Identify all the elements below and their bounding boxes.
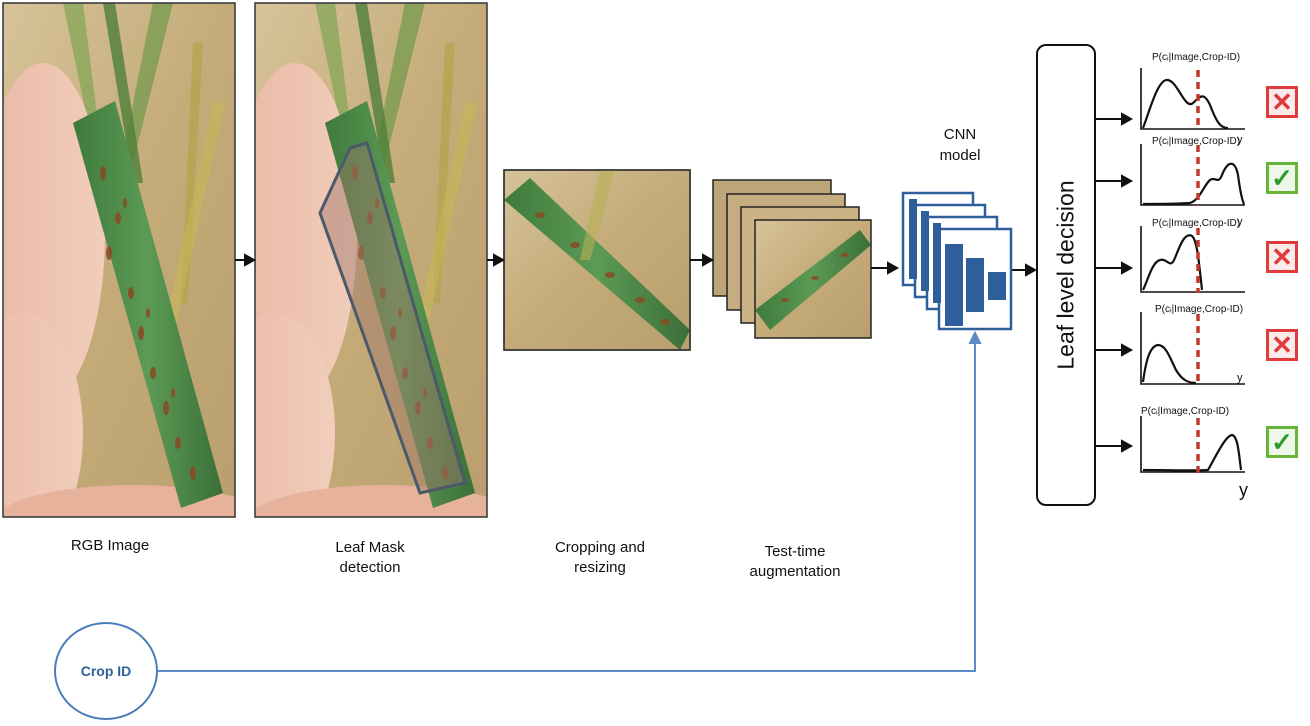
cnn-model-label: CNN model (920, 124, 1000, 166)
caption-leaf-mask-line2: detection (339, 559, 401, 576)
probability-plots (1140, 68, 1246, 473)
plot-5 (1140, 416, 1245, 473)
caption-leaf-mask-line1: Leaf Mask (335, 539, 405, 556)
caption-leaf-mask: Leaf Mask detection (300, 538, 440, 578)
reject-icon: ✕ (1266, 86, 1298, 118)
plot-4-label: P(cᵢ|Image,Crop-ID) (1155, 304, 1244, 315)
caption-augmentation-line1: Test-time (764, 543, 826, 560)
plot-4 (1140, 312, 1245, 385)
leaf-mask-panel (254, 2, 488, 518)
plot-1-label: P(cᵢ|Image,Crop-ID) (1152, 52, 1241, 63)
caption-augmentation-line2: augmentation (749, 563, 841, 580)
caption-cropping-line2: resizing (574, 559, 626, 576)
cnn-model-icon (901, 191, 1013, 331)
decision-arrows (1096, 112, 1134, 453)
cropped-leaf-panel (503, 169, 691, 351)
crop-id-node: Crop ID (54, 622, 158, 720)
accept-icon: ✓ (1266, 426, 1298, 458)
plot-3 (1140, 226, 1245, 293)
plot-5-label: P(cᵢ|Image,Crop-ID) (1141, 406, 1230, 417)
plot-2-label: P(cᵢ|Image,Crop-ID) (1152, 136, 1241, 147)
cnn-label-line1: CNN (943, 126, 977, 143)
leaf-level-decision-box: Leaf level decision (1036, 44, 1096, 506)
reject-icon: ✕ (1266, 329, 1298, 361)
plot-3-y-label: y (1237, 216, 1243, 228)
plot-1 (1140, 68, 1245, 130)
cnn-label-line2: model (939, 147, 981, 164)
caption-cropping-line1: Cropping and (554, 539, 646, 556)
caption-augmentation: Test-time augmentation (725, 542, 865, 582)
plot-2-y-label: y (1237, 134, 1243, 146)
augmentation-stack (712, 179, 872, 339)
caption-rgb-image: RGB Image (70, 537, 150, 554)
pipeline-arrows (235, 253, 1038, 277)
crop-id-label: Crop ID (80, 663, 132, 679)
leaf-mask-outline (318, 141, 467, 495)
plot-5-y-label: y (1239, 480, 1248, 500)
plot-4-y-label: y (1237, 372, 1243, 384)
rgb-image-panel (2, 2, 236, 518)
accept-icon: ✓ (1266, 162, 1298, 194)
reject-icon: ✕ (1266, 241, 1298, 273)
crop-id-connector (158, 330, 982, 672)
leaf-level-decision-label: Leaf level decision (1052, 180, 1079, 370)
caption-cropping: Cropping and resizing (530, 538, 670, 578)
plot-2 (1140, 144, 1246, 206)
plot-3-label: P(cᵢ|Image,Crop-ID) (1152, 218, 1241, 229)
